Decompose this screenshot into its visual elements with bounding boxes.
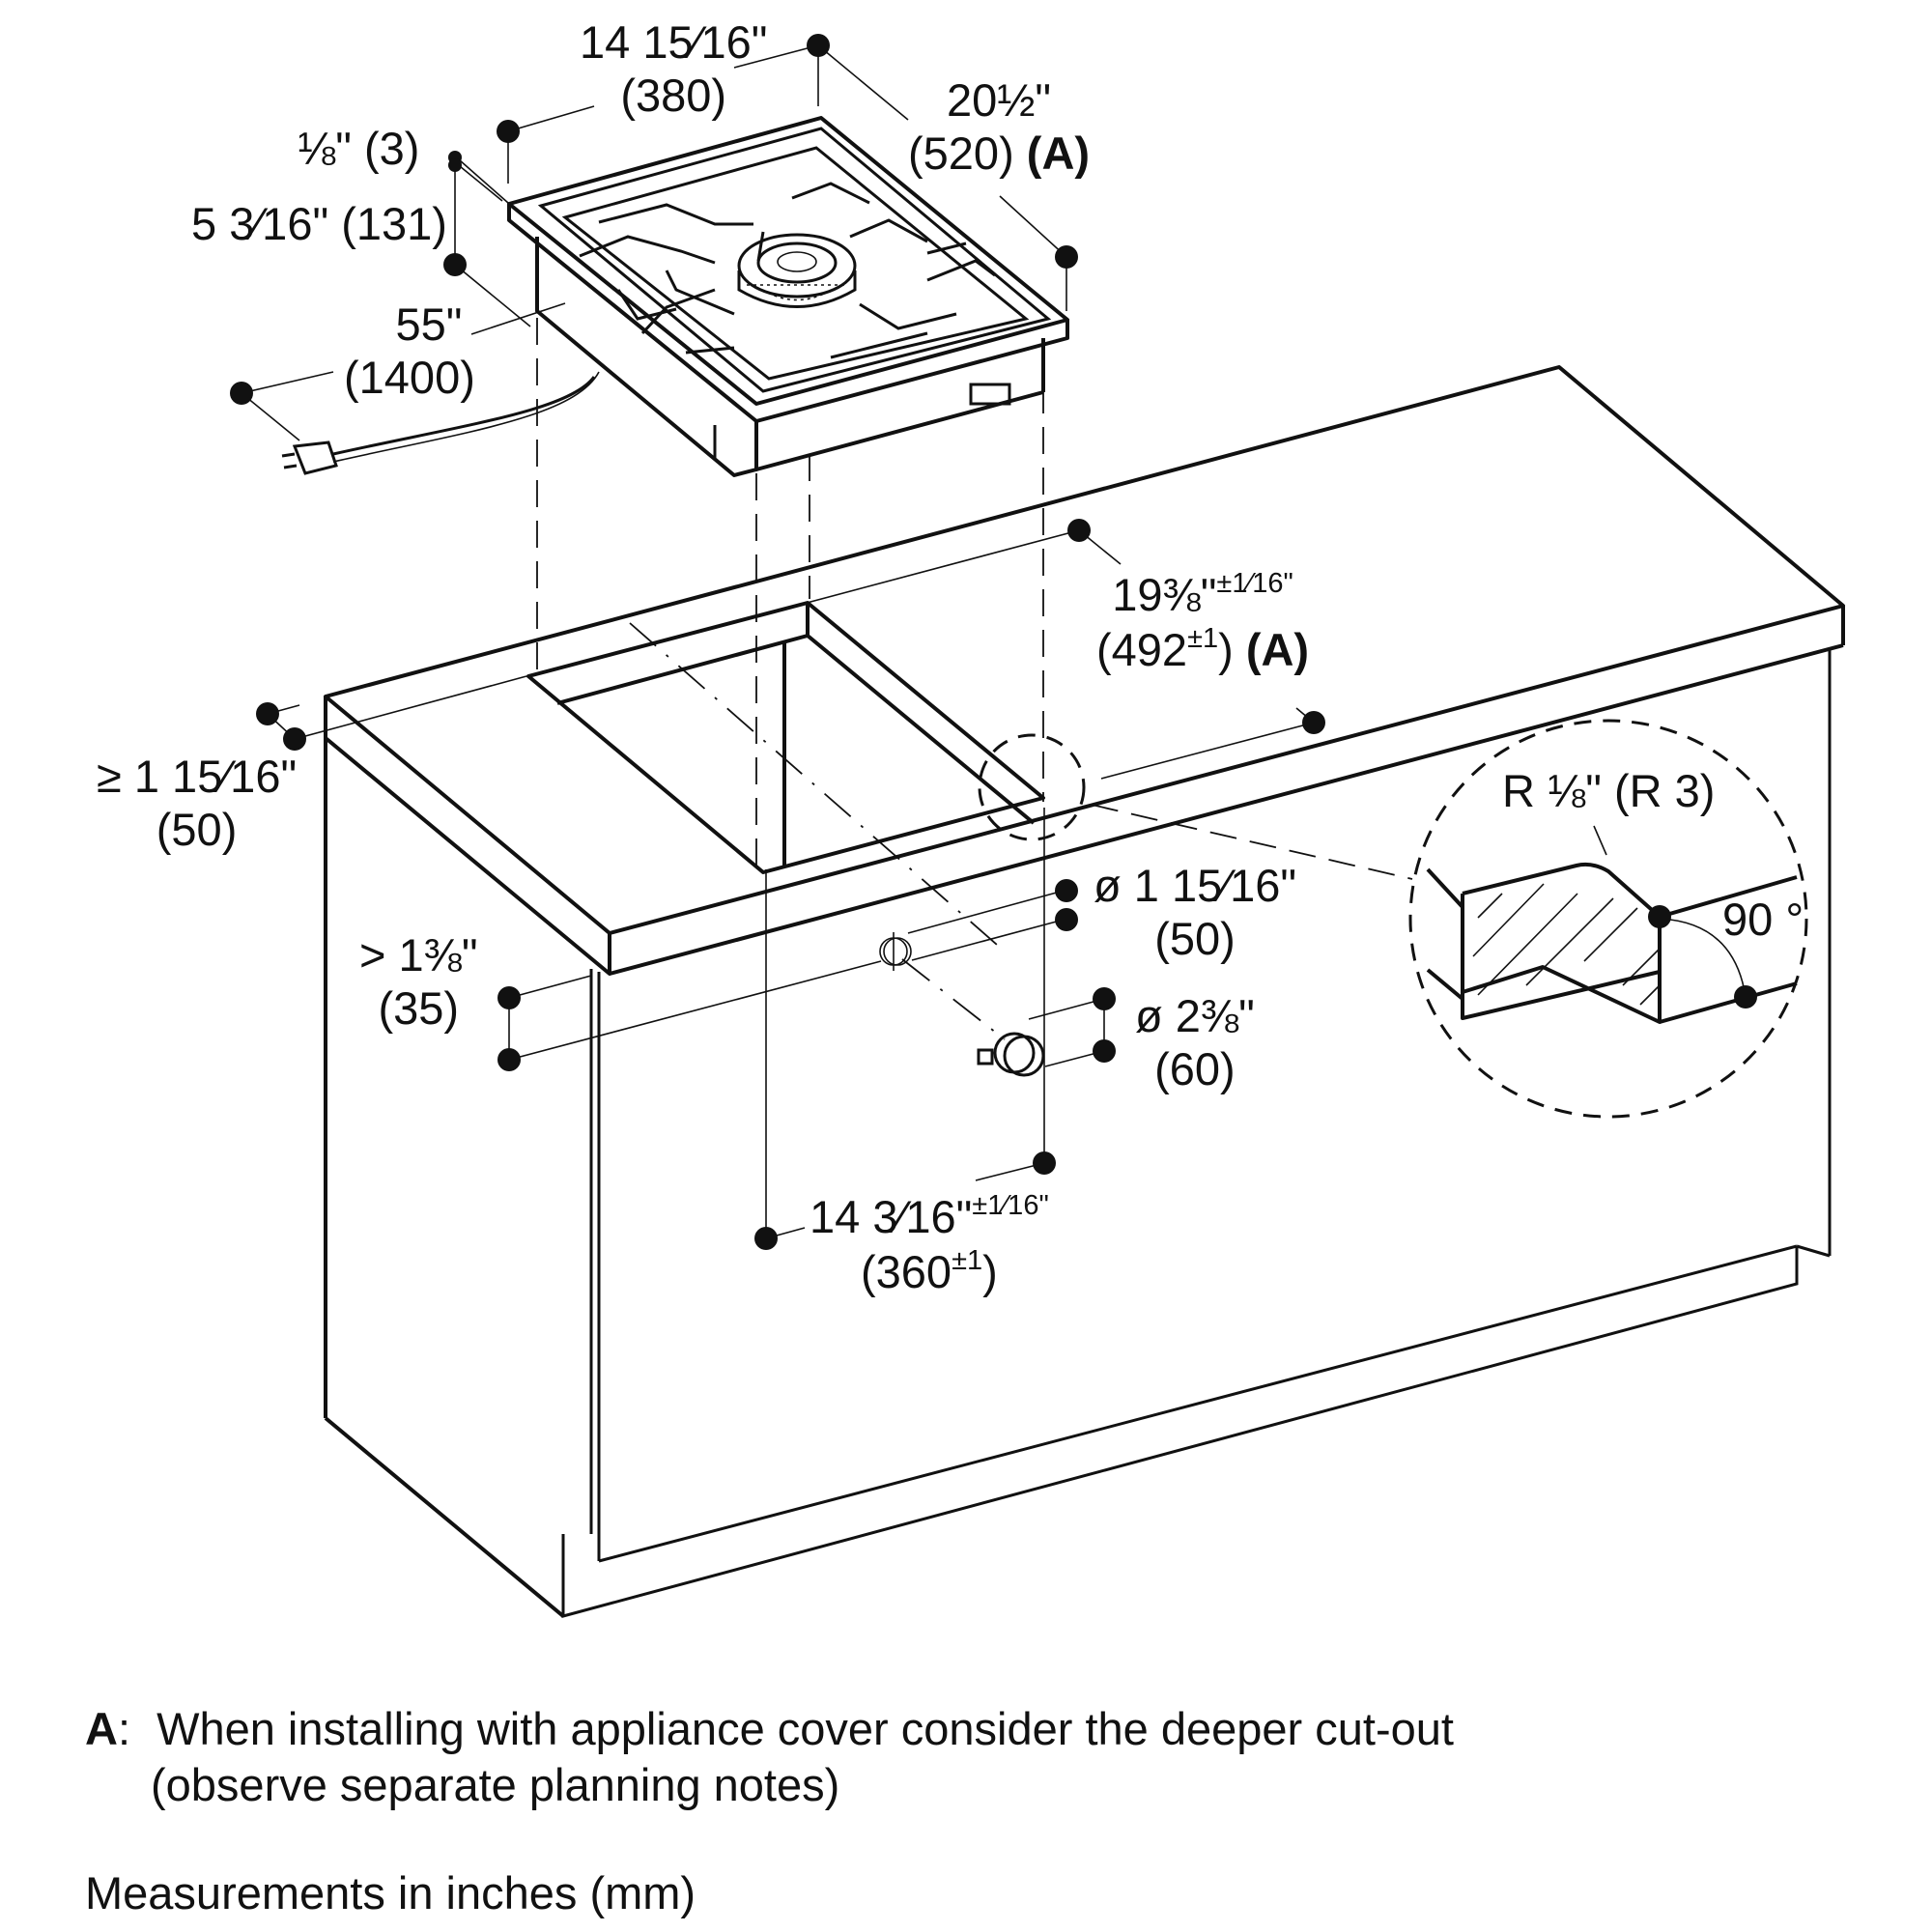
- dim-height: 5 3⁄16" (131): [191, 198, 447, 249]
- note-a: A: When installing with appliance cover …: [85, 1702, 1454, 1756]
- dim-width-top: 14 15⁄16" (380): [580, 19, 767, 118]
- dim-cutout-depth-metric-tol: ±1: [1187, 623, 1219, 654]
- dim-dot: [807, 34, 830, 57]
- dim-dot: [443, 253, 467, 276]
- dim-depth-top: 20½" (520) (A): [908, 77, 1090, 176]
- burner-appliance: [281, 116, 1069, 477]
- dim-cutout-width-metric: (360: [860, 1246, 952, 1297]
- dim-cutout-width: 14 3⁄16"±1⁄16" (360±1): [810, 1190, 1049, 1297]
- dim-dot: [754, 1227, 778, 1250]
- detail-angle: 90 °: [1722, 894, 1804, 945]
- dim-hole-small-imperial: ø 1 15⁄16": [1094, 860, 1297, 911]
- dim-cutout-depth-close: ): [1218, 624, 1234, 675]
- dim-hole-large-metric: (60): [1154, 1043, 1236, 1094]
- gas-connection: [879, 932, 1045, 1077]
- dim-cord-imperial: 55": [395, 298, 463, 350]
- dim-depth-top-metric: (520): [908, 128, 1014, 179]
- dim-dot: [1055, 245, 1078, 269]
- cabinet: [324, 648, 1832, 1618]
- dim-dot: [1734, 985, 1757, 1009]
- edge-detail: [978, 719, 1808, 1119]
- dimension-dots: [230, 34, 1757, 1250]
- dim-front-edge-imperial: ≥ 1 15⁄16": [97, 751, 298, 802]
- dim-cabinet-offset-imperial: > 1⅜": [359, 929, 478, 980]
- dim-dot: [256, 702, 279, 725]
- dim-cord-metric: (1400): [344, 352, 475, 403]
- dim-hole-small-metric: (50): [1154, 913, 1236, 964]
- dim-cutout-depth-tol: ±1⁄16": [1216, 568, 1293, 599]
- dim-cutout-depth: 19⅜"±1⁄16" (492±1) (A): [1096, 568, 1310, 675]
- dim-cord-length: 55" (1400): [344, 301, 475, 400]
- dim-cutout-width-imperial: 14 3⁄16": [810, 1191, 973, 1242]
- note-ref-a-2: (A): [1245, 624, 1310, 675]
- dim-dot: [448, 158, 462, 172]
- dimension-lines: [241, 44, 1315, 1239]
- dim-cutout-depth-imperial: 19⅜": [1112, 569, 1217, 620]
- dim-dot: [1033, 1151, 1056, 1175]
- countertop: [324, 365, 1845, 976]
- dim-dot: [230, 382, 253, 405]
- dim-width-top-imperial: 14 15⁄16": [580, 16, 768, 68]
- note-a-colon: :: [117, 1703, 131, 1754]
- dim-cutout-width-tol: ±1⁄16": [972, 1190, 1049, 1221]
- projection-lines: [536, 237, 1044, 869]
- dim-cutout-width-metric-tol: ±1: [952, 1245, 983, 1276]
- note-a-label: A: [85, 1703, 118, 1754]
- dim-hole-large-imperial: ø 2⅜": [1135, 990, 1255, 1041]
- dim-cutout-depth-metric: (492: [1096, 624, 1188, 675]
- dim-hole-small: ø 1 15⁄16" (50): [1094, 863, 1296, 961]
- dim-width-top-metric: (380): [620, 70, 727, 121]
- dim-front-edge: ≥ 1 15⁄16" (50): [97, 753, 297, 852]
- dim-depth-top-imperial: 20½": [946, 74, 1052, 126]
- dim-dot: [497, 120, 520, 143]
- dim-frame-thickness: ⅛" (3): [298, 123, 420, 174]
- dim-dot: [1055, 879, 1078, 902]
- dim-front-edge-metric: (50): [156, 804, 238, 855]
- note-ref-a: (A): [1026, 128, 1091, 179]
- note-a-line2: (observe separate planning notes): [151, 1759, 840, 1810]
- cutout: [526, 601, 1045, 952]
- units-note: Measurements in inches (mm): [85, 1867, 696, 1918]
- note-a-line1: When installing with appliance cover con…: [156, 1703, 1454, 1754]
- dim-dot: [1067, 519, 1091, 542]
- dim-cutout-width-close: ): [982, 1246, 998, 1297]
- dim-dot: [1302, 711, 1325, 734]
- dim-cabinet-offset: > 1⅜" (35): [359, 932, 478, 1031]
- dim-dot: [497, 1048, 521, 1071]
- dim-cabinet-offset-metric: (35): [378, 982, 460, 1034]
- dim-dot: [1648, 905, 1671, 928]
- detail-radius: R ⅛" (R 3): [1502, 765, 1716, 816]
- dim-dot: [283, 727, 306, 751]
- dim-dot: [1093, 987, 1116, 1010]
- dim-dot: [1093, 1039, 1116, 1063]
- dim-hole-large: ø 2⅜" (60): [1135, 993, 1255, 1092]
- dim-dot: [1055, 908, 1078, 931]
- dim-dot: [497, 986, 521, 1009]
